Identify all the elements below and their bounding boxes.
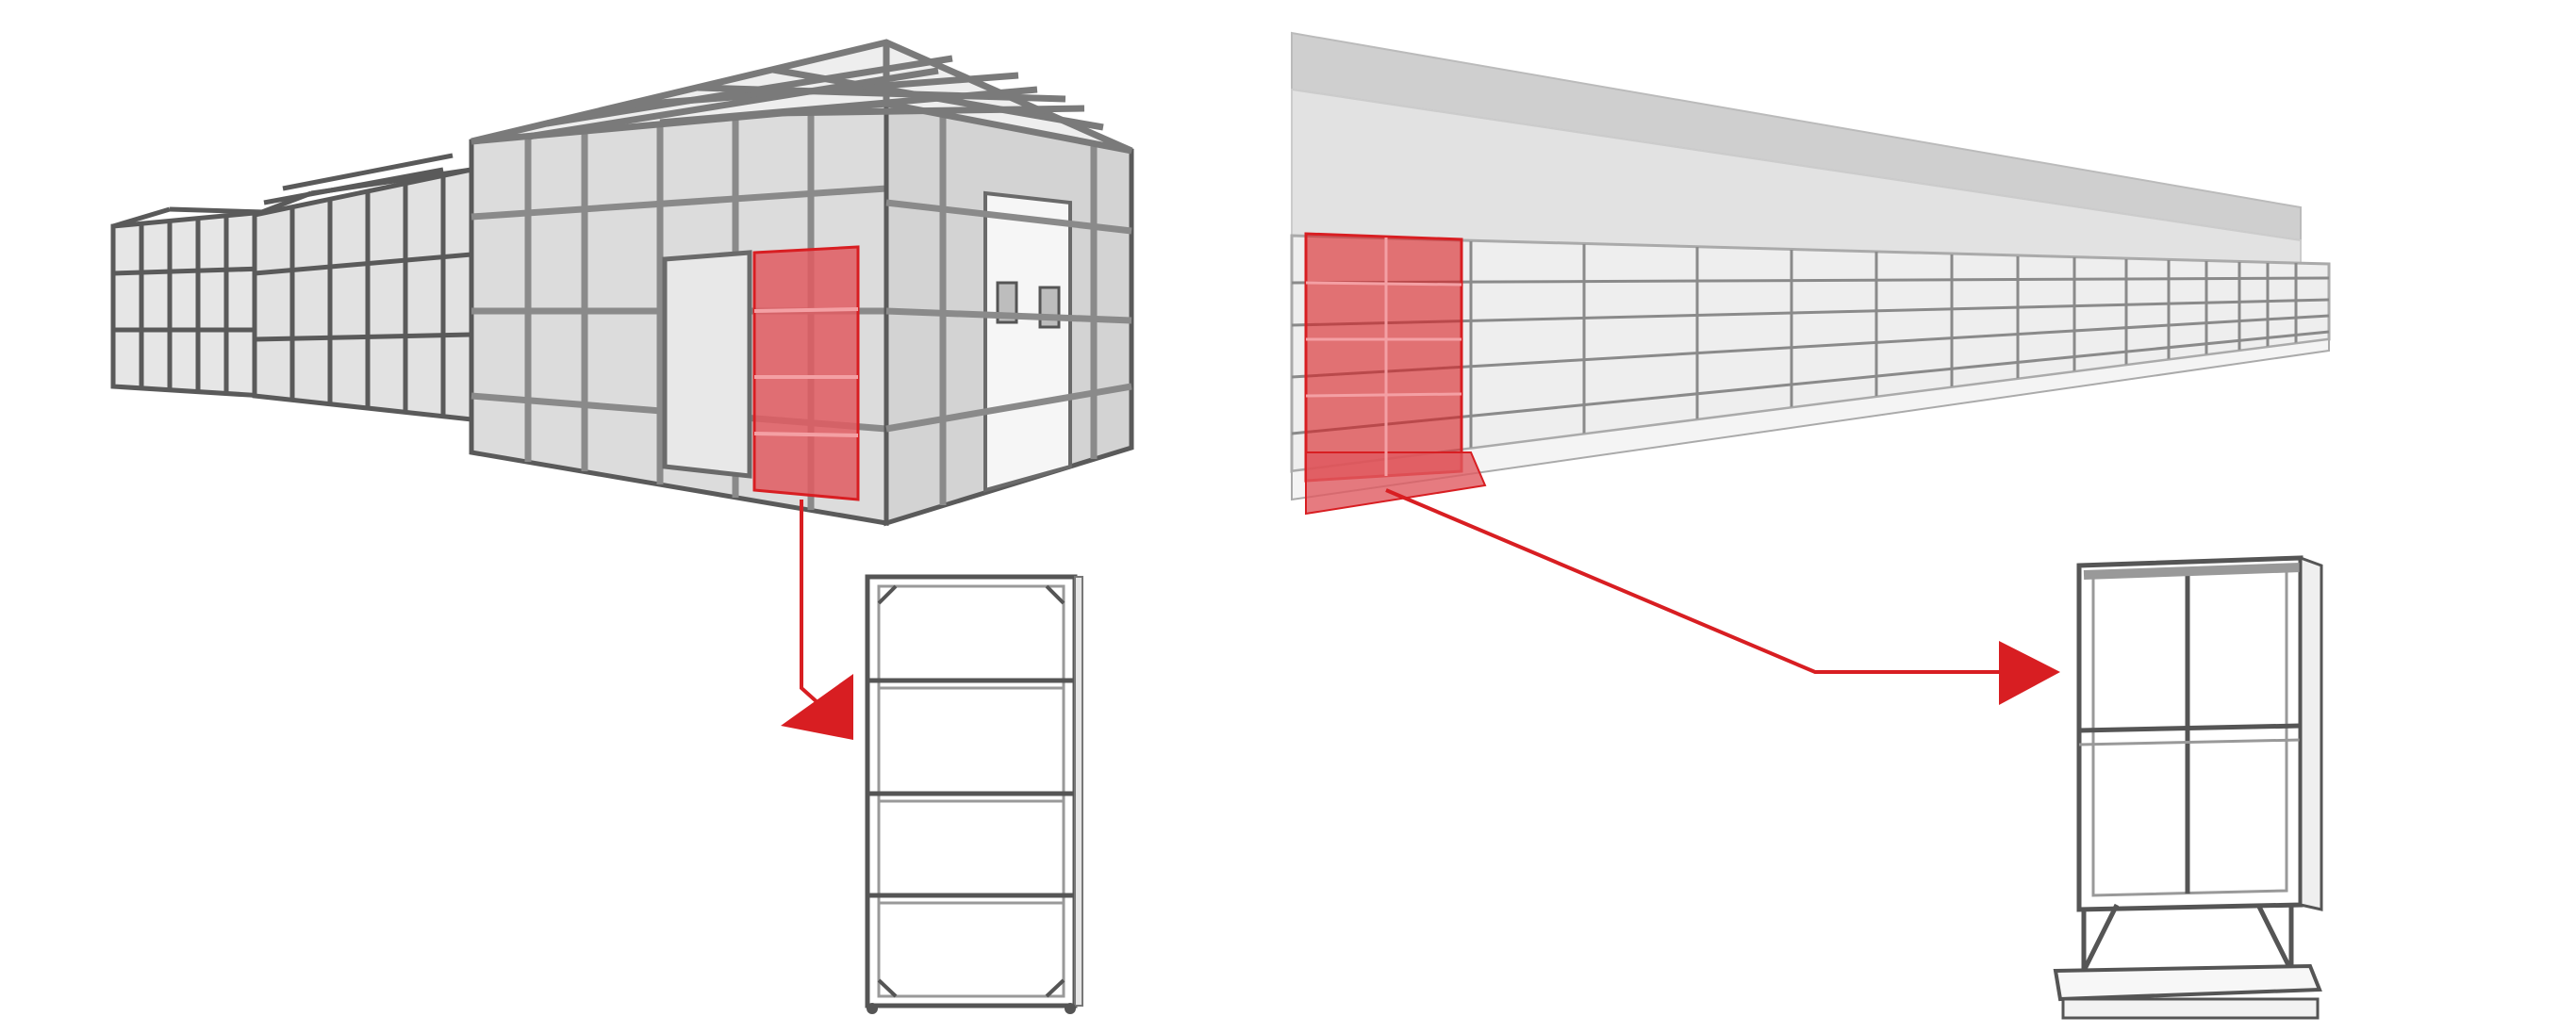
- highlighted-panel-base: [1305, 451, 1487, 516]
- door-frame: [662, 250, 752, 479]
- highlighted-panel: [752, 245, 860, 501]
- enclosure-3d-view: [110, 39, 1134, 527]
- highlighted-panel-rails: [753, 307, 859, 437]
- caster-left-icon: [867, 1003, 878, 1014]
- roof-grid: [471, 39, 1133, 155]
- panel-elevation-view: [865, 574, 1083, 1014]
- arrowhead-right-icon: [1999, 641, 2060, 705]
- leader-arrow-right: [1385, 488, 2008, 674]
- middle-wing: [252, 153, 474, 422]
- highlighted-panel-wall: [1304, 232, 1463, 483]
- arrowhead-left-icon: [781, 674, 853, 740]
- main-block-right-face: [883, 100, 1134, 527]
- standing-panel-view: [2053, 555, 2323, 1020]
- wall-perspective-view: [1290, 31, 2331, 516]
- far-wing: [110, 206, 267, 399]
- caster-right-icon: [1065, 1003, 1076, 1014]
